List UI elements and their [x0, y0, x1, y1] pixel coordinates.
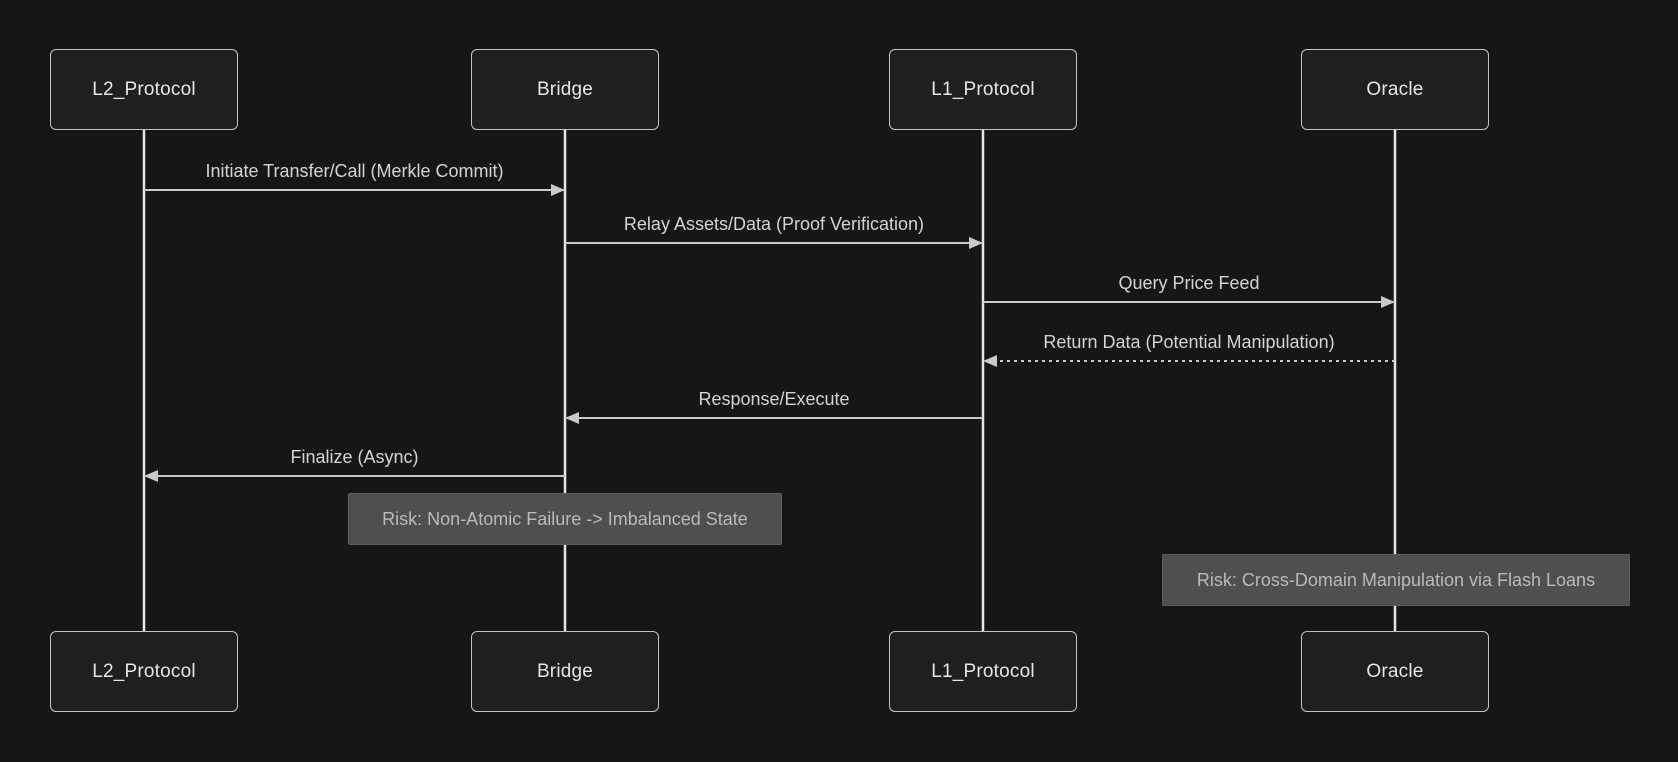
actor-label: L2_Protocol	[92, 78, 196, 100]
message-label-relay-assets: Relay Assets/Data (Proof Verification)	[623, 214, 925, 234]
actor-box-bridge-bottom: Bridge	[471, 631, 659, 712]
actor-label: L2_Protocol	[92, 660, 196, 682]
actor-label: Bridge	[536, 660, 594, 682]
actor-label: L1_Protocol	[931, 660, 1035, 682]
message-label-finalize-async: Finalize (Async)	[290, 447, 419, 467]
actor-box-oracle-bottom: Oracle	[1301, 631, 1489, 712]
actor-label: Oracle	[1366, 660, 1424, 682]
actor-box-l1-protocol-top: L1_Protocol	[889, 49, 1077, 130]
actor-box-l2-protocol-top: L2_Protocol	[50, 49, 238, 130]
actor-label: L1_Protocol	[931, 78, 1035, 100]
message-label-query-price-feed: Query Price Feed	[1118, 273, 1260, 293]
message-label-return-data: Return Data (Potential Manipulation)	[1043, 332, 1335, 352]
note-non-atomic-failure: Risk: Non-Atomic Failure -> Imbalanced S…	[348, 493, 782, 545]
note-cross-domain-manipulation: Risk: Cross-Domain Manipulation via Flas…	[1162, 554, 1630, 606]
actor-label: Bridge	[536, 78, 594, 100]
actor-box-bridge-top: Bridge	[471, 49, 659, 130]
message-label-response-execute: Response/Execute	[698, 389, 850, 409]
note-label: Risk: Non-Atomic Failure -> Imbalanced S…	[382, 508, 748, 529]
actor-label: Oracle	[1366, 78, 1424, 100]
actor-box-l1-protocol-bottom: L1_Protocol	[889, 631, 1077, 712]
actor-box-l2-protocol-bottom: L2_Protocol	[50, 631, 238, 712]
message-label-initiate-transfer: Initiate Transfer/Call (Merkle Commit)	[205, 161, 504, 181]
note-label: Risk: Cross-Domain Manipulation via Flas…	[1196, 569, 1596, 590]
actor-box-oracle-top: Oracle	[1301, 49, 1489, 130]
